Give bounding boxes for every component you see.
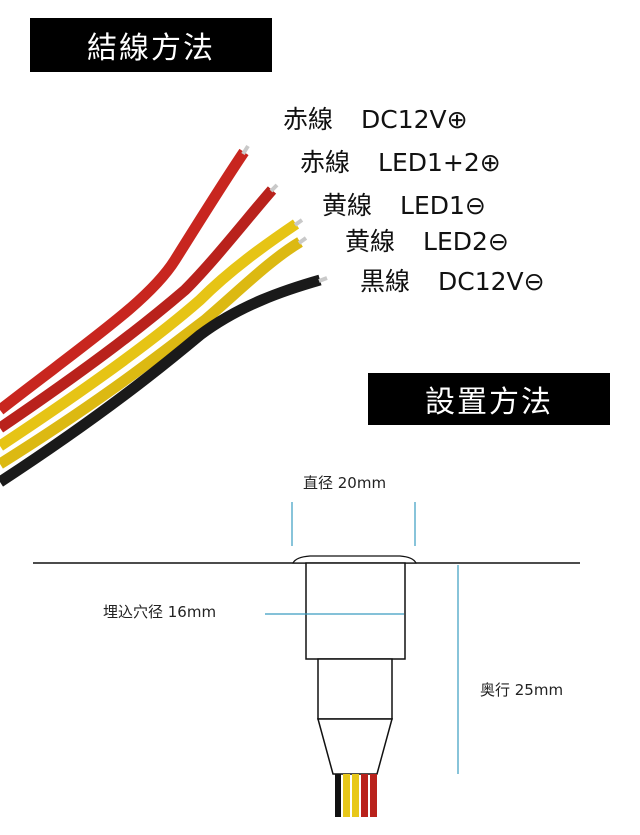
- wiring-title: 結線方法: [30, 18, 272, 72]
- cable-gland: [317, 718, 393, 775]
- depth-label: 奥行 25mm: [480, 681, 564, 699]
- lead-red: [361, 774, 368, 817]
- wire-tip: [318, 276, 328, 283]
- wire-red-1: [0, 148, 249, 415]
- wire-tip: [297, 236, 308, 245]
- wire-red-2: [0, 186, 277, 433]
- wire-black: [0, 274, 322, 487]
- wire-tip: [269, 183, 279, 193]
- flange: [291, 555, 418, 564]
- lead-yellow: [343, 774, 350, 817]
- wire-yellow-1: [0, 219, 300, 451]
- lead-black: [335, 774, 341, 817]
- body-upper: [305, 562, 406, 660]
- body-lower: [317, 658, 393, 720]
- hole-diameter-label: 埋込穴径 16mm: [103, 603, 217, 621]
- wire-tip: [241, 144, 250, 156]
- wire-yellow-2: [0, 237, 303, 469]
- lead-yellow: [352, 774, 359, 817]
- lead-red: [370, 774, 377, 817]
- diameter-label: 直径 20mm: [303, 474, 387, 492]
- wire-tip: [293, 218, 304, 227]
- installation-title: 設置方法: [368, 373, 610, 425]
